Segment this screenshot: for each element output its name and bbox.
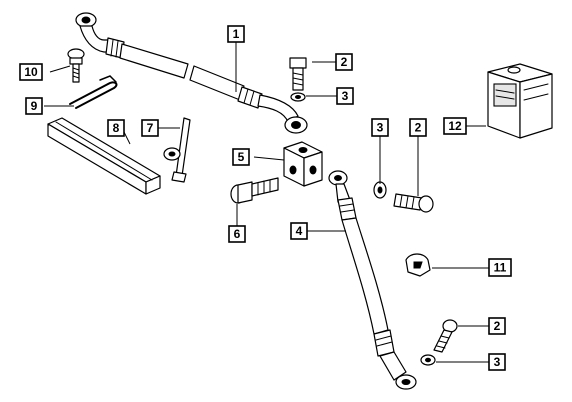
- callout-label: 5: [238, 150, 245, 164]
- callout-label: 1: [233, 27, 240, 41]
- callout-label: 2: [415, 121, 422, 135]
- callout-label: 9: [31, 99, 38, 113]
- washer-upper: [290, 92, 306, 102]
- callout-1: 1: [227, 25, 245, 43]
- hose-bracket: [163, 117, 191, 183]
- bleed-screw: [230, 177, 279, 204]
- callout-6: 6: [228, 225, 246, 243]
- brake-t-piece: [283, 141, 323, 187]
- callout-10: 10: [19, 63, 43, 81]
- callout-label: 2: [494, 319, 501, 333]
- callout-label: 3: [494, 355, 501, 369]
- callout-label: 4: [296, 224, 303, 238]
- callout-label: 12: [448, 119, 462, 133]
- callout-label: 8: [113, 121, 120, 135]
- callout-7: 7: [141, 119, 159, 137]
- lower-brake-hose: [328, 170, 417, 390]
- callout-label: 3: [342, 89, 349, 103]
- callout-label: 7: [147, 121, 154, 135]
- callout-12: 12: [443, 117, 467, 135]
- retaining-clip: [69, 75, 118, 109]
- hose-clip: [405, 253, 431, 277]
- leader-lines: [44, 42, 489, 363]
- reservoir-box: [487, 63, 553, 139]
- upper-brake-hose: [75, 12, 308, 134]
- banjo-bolt-lower: [433, 319, 458, 353]
- callout-3b: 3: [371, 118, 389, 137]
- callout-label: 10: [24, 65, 38, 79]
- callout-label: 6: [234, 227, 241, 241]
- callout-label: 2: [341, 55, 348, 69]
- callout-4: 4: [290, 222, 308, 240]
- callout-label: 11: [494, 261, 507, 275]
- callout-2a: 2: [335, 53, 353, 71]
- callout-3c: 3: [488, 353, 506, 371]
- callout-label: 3: [377, 121, 384, 135]
- callout-9: 9: [25, 97, 43, 115]
- banjo-bolt-upper: [289, 57, 307, 91]
- callout-3a: 3: [336, 87, 354, 105]
- callout-5: 5: [232, 148, 250, 166]
- callout-11: 11: [488, 258, 512, 277]
- banjo-bolt-middle: [393, 193, 434, 213]
- rubber-strip: [47, 117, 161, 195]
- washer-middle: [373, 181, 387, 199]
- callout-8: 8: [107, 119, 125, 137]
- callout-2b: 2: [409, 118, 427, 137]
- callout-2c: 2: [488, 317, 506, 335]
- mounting-bolt: [67, 48, 85, 83]
- washer-lower: [420, 354, 436, 366]
